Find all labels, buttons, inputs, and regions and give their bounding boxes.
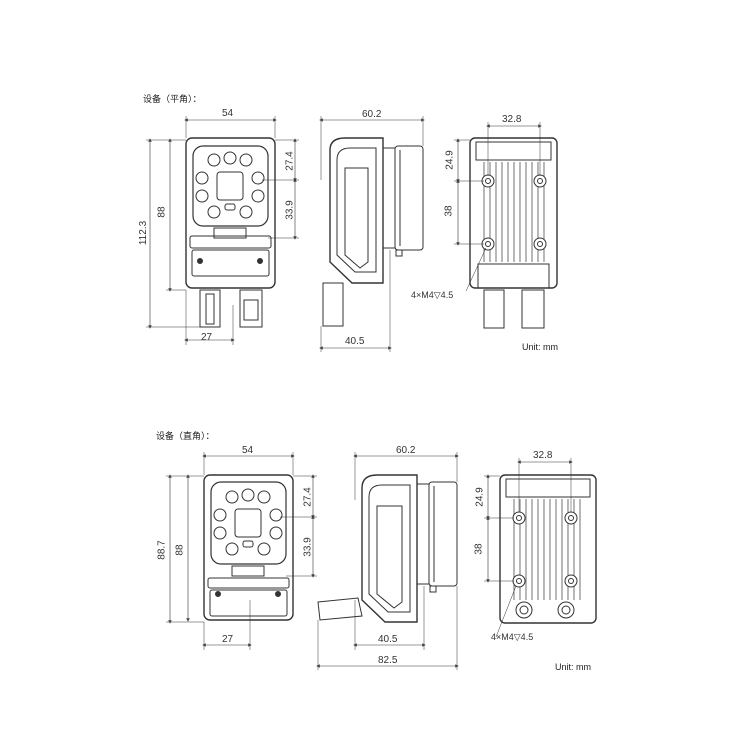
unit-label: Unit: mm	[522, 342, 558, 352]
dim-front-top-offset: 27.4	[284, 151, 296, 171]
front-view-1	[146, 116, 299, 345]
dim-front-top-offset: 27.4	[302, 487, 314, 507]
dim-front-connector-pitch: 27	[222, 634, 234, 645]
section-1-title: 设备（平角）：	[143, 94, 202, 104]
screw-note: 4×M4▽4.5	[491, 632, 534, 642]
dim-back-hole-pitch-x: 32.8	[533, 450, 553, 461]
dim-back-top-offset: 24.9	[444, 150, 456, 170]
dim-front-width: 54	[242, 445, 254, 456]
dim-front-height-total: 112.3	[138, 220, 150, 246]
dim-front-height-body: 88	[174, 544, 186, 556]
section-2-title: 设备（直角）：	[156, 431, 215, 441]
section-1-drawings	[146, 116, 558, 352]
dim-side-depth-lower: 40.5	[378, 634, 398, 645]
back-view-2	[484, 458, 597, 638]
back-view-1	[454, 122, 558, 329]
dim-front-height-body: 88	[156, 206, 168, 218]
dim-side-depth-lower: 40.5	[345, 336, 365, 347]
dim-front-mid-offset: 33.9	[284, 200, 296, 220]
dim-side-depth: 60.2	[396, 445, 416, 456]
dim-front-width: 54	[222, 108, 234, 119]
dim-back-top-offset: 24.9	[474, 487, 486, 507]
side-view-2	[316, 452, 459, 670]
dim-front-mid-offset: 33.9	[302, 537, 314, 557]
dim-side-depth-total: 82.5	[378, 655, 398, 666]
front-view-2	[166, 452, 317, 650]
dim-back-hole-pitch-x: 32.8	[502, 114, 522, 125]
side-view-1	[319, 116, 425, 352]
screw-note: 4×M4▽4.5	[411, 290, 454, 300]
section-2-drawings	[166, 452, 597, 670]
dim-front-connector-pitch: 27	[201, 332, 213, 343]
dim-front-height-total: 88.7	[156, 540, 168, 560]
dim-side-depth: 60.2	[362, 109, 382, 120]
dim-back-hole-pitch-y: 38	[473, 543, 485, 555]
dim-back-hole-pitch-y: 38	[443, 205, 455, 217]
unit-label: Unit: mm	[555, 662, 591, 672]
